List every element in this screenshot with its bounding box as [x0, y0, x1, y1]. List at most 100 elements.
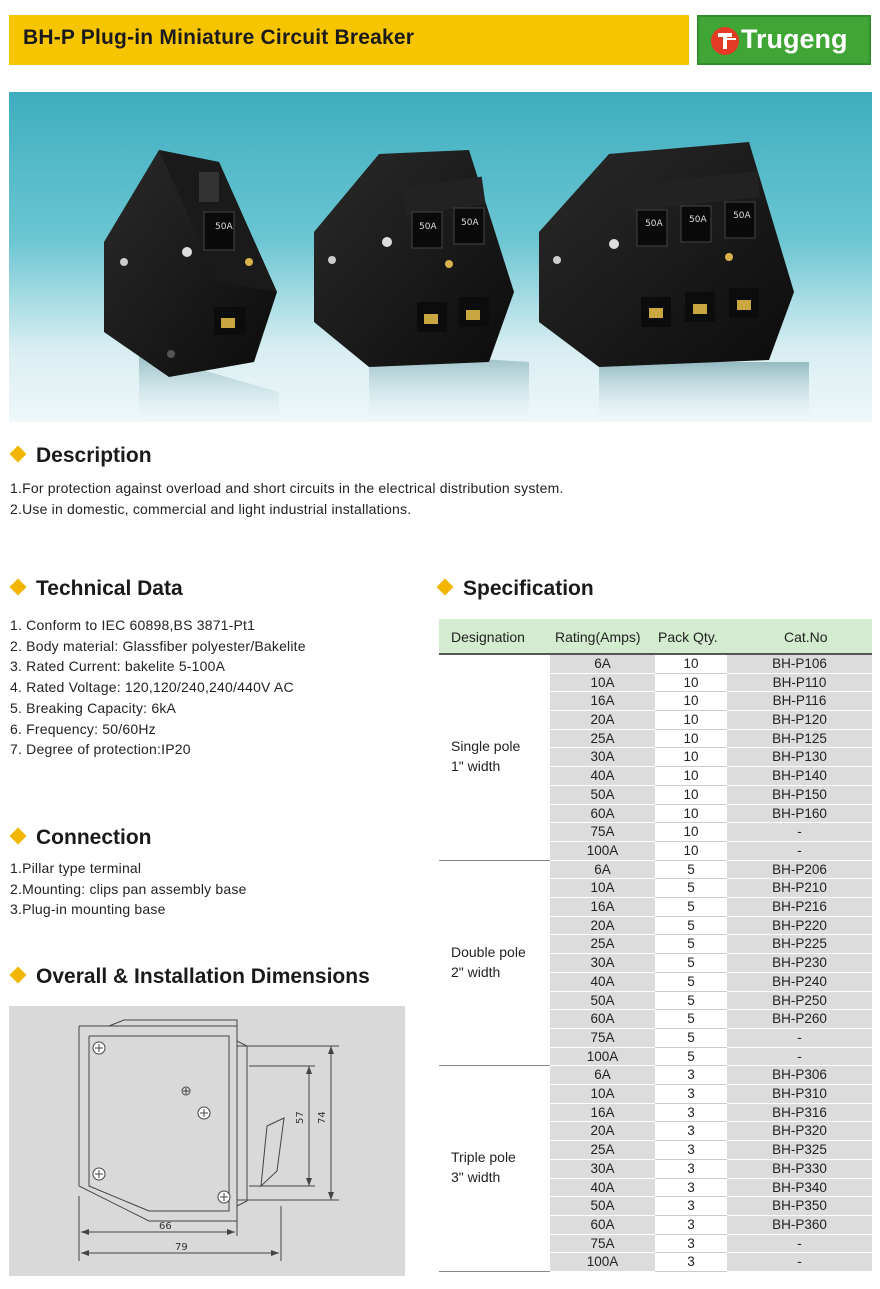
- connection-heading-text: Connection: [36, 826, 152, 849]
- hero-rating-label: 50A: [733, 211, 751, 221]
- technical-line: 1. Conform to IEC 60898,BS 3871-Pt1: [10, 617, 256, 633]
- cat-no-cell: BH-P140: [727, 767, 872, 786]
- rating-cell: 50A: [550, 991, 655, 1011]
- column-header: Rating(Amps): [555, 629, 641, 645]
- pack-qty-cell: 3: [655, 1066, 727, 1086]
- rating-cell: 6A: [550, 655, 655, 674]
- breaker-triple-pole: 50A 50A 50A: [539, 142, 794, 367]
- rating-cell: 100A: [550, 1047, 655, 1067]
- pack-qty-cell: 3: [655, 1179, 727, 1198]
- cat-no-cell: BH-P330: [727, 1159, 872, 1179]
- diamond-bullet-icon: [9, 966, 27, 984]
- brand-name: Trugeng: [741, 24, 848, 54]
- technical-line: 5. Breaking Capacity: 6kA: [10, 699, 177, 716]
- rating-cell: 60A: [550, 804, 655, 824]
- rating-cell: 60A: [550, 1010, 655, 1029]
- pack-qty-cell: 10: [655, 748, 727, 768]
- rating-cell: 50A: [550, 1197, 655, 1216]
- designation-name: Single pole: [451, 737, 521, 754]
- pack-qty-cell: 5: [655, 954, 727, 973]
- column-header: Designation: [451, 629, 525, 645]
- dimension-drawing: 57 74 66 79: [9, 1006, 405, 1276]
- pack-qty-cell: 5: [655, 992, 727, 1011]
- rating-cell: 25A: [550, 935, 655, 955]
- cat-no-cell: BH-P220: [727, 916, 872, 936]
- connection-heading: Connection: [9, 826, 152, 850]
- description-list: 1.For protection against overload and sh…: [10, 478, 564, 519]
- cat-no-cell: BH-P310: [727, 1085, 872, 1104]
- technical-line: 7. Degree of protection:IP20: [10, 741, 191, 758]
- cat-no-cell: BH-P216: [727, 898, 872, 917]
- rating-cell: 10A: [550, 879, 655, 899]
- cat-no-cell: -: [727, 1047, 872, 1067]
- pack-qty-cell: 3: [655, 1085, 727, 1104]
- hero-rating-label: 50A: [215, 222, 233, 232]
- cat-no-cell: -: [727, 1234, 872, 1254]
- dimension-66-label: 66: [159, 1221, 172, 1232]
- cat-no-cell: BH-P230: [727, 954, 872, 973]
- cat-no-cell: -: [727, 841, 872, 861]
- page-title: BH-P Plug-in Miniature Circuit Breaker: [23, 26, 415, 49]
- cat-no-cell: BH-P306: [727, 1066, 872, 1086]
- rating-cell: 40A: [550, 972, 655, 992]
- cat-no-cell: BH-P125: [727, 729, 872, 749]
- pack-qty-cell: 5: [655, 973, 727, 992]
- cat-no-cell: BH-P350: [727, 1197, 872, 1216]
- pack-qty-cell: 10: [655, 711, 727, 730]
- cat-no-cell: -: [727, 823, 872, 842]
- pack-qty-cell: 3: [655, 1235, 727, 1254]
- rating-cell: 75A: [550, 823, 655, 842]
- rating-cell: 6A: [550, 1066, 655, 1086]
- designation-width: 3" width: [451, 1169, 501, 1186]
- dimension-57-label: 57: [295, 1111, 306, 1124]
- technical-line: 3. Rated Current: bakelite 5-100A: [10, 658, 226, 675]
- rating-cell: 25A: [550, 729, 655, 749]
- rating-cell: 50A: [550, 785, 655, 805]
- rating-cell: 16A: [550, 692, 655, 712]
- pack-qty-cell: 5: [655, 1048, 727, 1067]
- rating-cell: 20A: [550, 916, 655, 936]
- technical-line: 2. Body material: Glassfiber polyester/B…: [10, 637, 306, 654]
- dimension-79-label: 79: [175, 1242, 188, 1253]
- cat-no-cell: BH-P160: [727, 804, 872, 824]
- pack-qty-cell: 3: [655, 1160, 727, 1179]
- cat-no-cell: BH-P120: [727, 711, 872, 730]
- pack-qty-cell: 3: [655, 1216, 727, 1235]
- rating-cell: 30A: [550, 954, 655, 973]
- connection-list: 1.Pillar type terminal 2.Mounting: clips…: [10, 858, 247, 920]
- pack-qty-cell: 10: [655, 655, 727, 674]
- cat-no-cell: BH-P340: [727, 1178, 872, 1198]
- dimensions-heading-text: Overall & Installation Dimensions: [36, 965, 370, 988]
- pack-qty-cell: 10: [655, 786, 727, 805]
- technical-list: 1. Conform to IEC 60898,BS 3871-Pt1 2. B…: [10, 615, 306, 760]
- specification-table: Designation Rating(Amps) Pack Qty. Cat.N…: [439, 619, 872, 1273]
- pack-qty-cell: 3: [655, 1122, 727, 1142]
- technical-line: 4. Rated Voltage: 120,120/240,240/440V A…: [10, 679, 294, 696]
- title-bar: BH-P Plug-in Miniature Circuit Breaker: [9, 15, 689, 65]
- pack-qty-cell: 10: [655, 730, 727, 749]
- hero-rating-label: 50A: [645, 219, 663, 229]
- pack-qty-cell: 5: [655, 935, 727, 955]
- hero-rating-label: 50A: [461, 218, 479, 228]
- connection-line: 1.Pillar type terminal: [10, 860, 142, 876]
- rating-cell: 100A: [550, 841, 655, 861]
- cat-no-cell: BH-P260: [727, 1010, 872, 1029]
